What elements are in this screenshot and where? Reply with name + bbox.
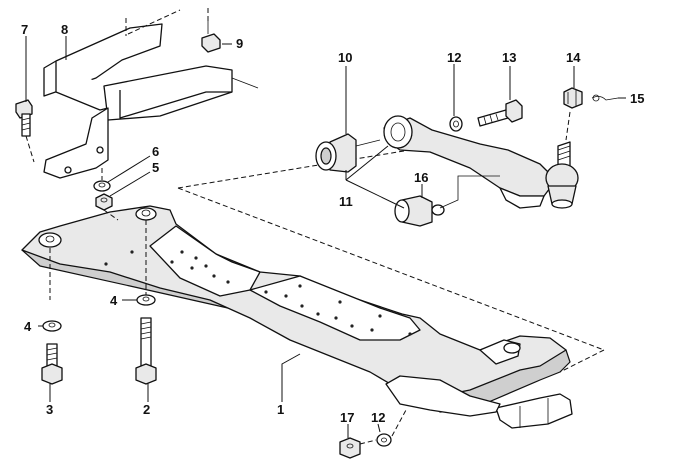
callout-16: 16 (414, 170, 428, 185)
control-arm (383, 115, 579, 209)
callout-1: 1 (277, 402, 284, 417)
bushing-16 (394, 175, 500, 227)
mounting-bracket (43, 9, 259, 179)
bolt-9 (201, 8, 221, 53)
callout-2: 2 (143, 402, 150, 417)
callout-9: 9 (236, 36, 243, 51)
crossmember (21, 205, 573, 429)
reference-lines (49, 149, 605, 373)
callout-12b: 12 (371, 410, 385, 425)
nut-washer-5-6 (93, 168, 113, 211)
bolt-3-washer-4 (41, 320, 63, 385)
callout-3: 3 (46, 402, 53, 417)
callout-14: 14 (566, 50, 581, 65)
callout-7: 7 (21, 22, 28, 37)
callout-8: 8 (61, 22, 68, 37)
callout-4b: 4 (110, 293, 118, 308)
bolt-13 (477, 99, 523, 127)
nut-14-cotter-pin-15 (563, 87, 619, 141)
callout-4a: 4 (24, 319, 32, 334)
callout-13: 13 (502, 50, 516, 65)
nut-17-washer-12 (339, 409, 407, 459)
callout-17: 17 (340, 410, 354, 425)
callout-6: 6 (152, 144, 159, 159)
callout-5: 5 (152, 160, 159, 175)
callout-12a: 12 (447, 50, 461, 65)
bushing-10 (315, 133, 381, 173)
callout-15: 15 (630, 91, 644, 106)
callout-10: 10 (338, 50, 352, 65)
callout-11: 11 (339, 194, 353, 209)
leader-lines (25, 36, 626, 438)
bolt-2-washer-4 (135, 294, 157, 385)
bolt-7 (15, 99, 35, 163)
washer-12-upper (449, 116, 463, 132)
